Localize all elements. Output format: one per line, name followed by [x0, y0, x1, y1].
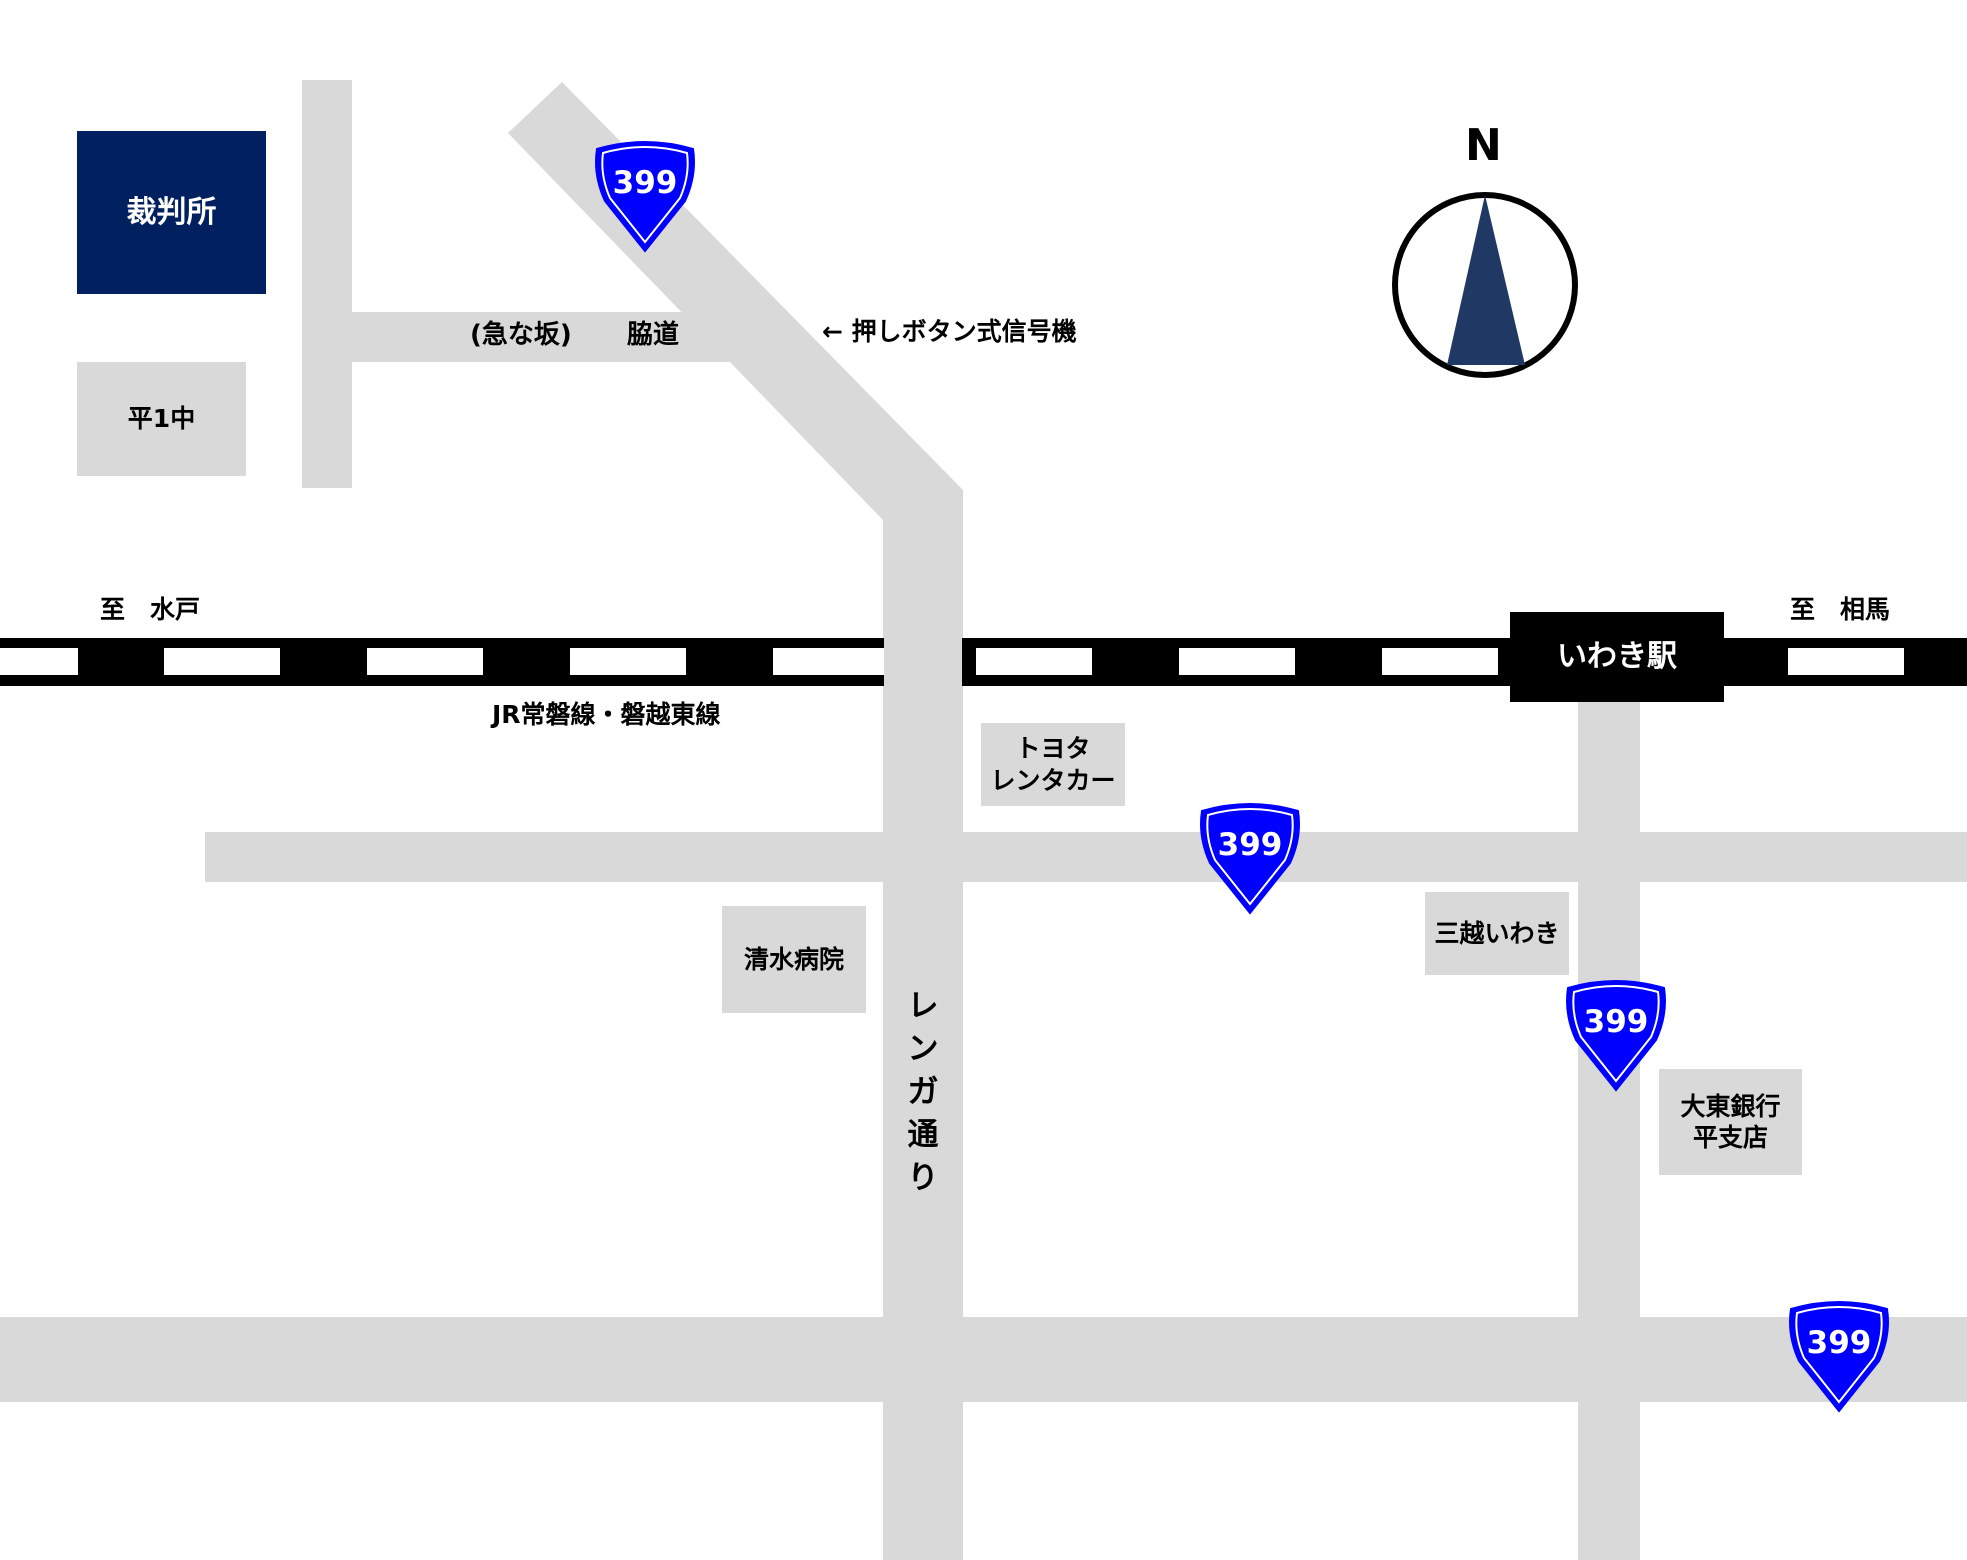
road-vertical-left [302, 80, 352, 488]
north-compass-icon [1392, 192, 1578, 378]
push-button-signal-label: ← 押しボタン式信号機 [822, 317, 1077, 346]
north-label: N [1465, 120, 1502, 171]
renga-street-char: ガ [907, 1074, 939, 1110]
mitsukoshi-iwaki: 三越いわき [1425, 892, 1569, 975]
court-label: 裁判所 [126, 194, 217, 230]
road-route-399-east [205, 832, 1967, 882]
iwaki-station: いわき駅 [1510, 612, 1724, 702]
renga-street-char: 通 [907, 1117, 939, 1153]
hospital-label: 清水病院 [743, 944, 844, 974]
bank-label-line1: 大東銀行 [1680, 1091, 1781, 1121]
side-road-label: 脇道 [627, 320, 680, 350]
road-south-main [0, 1317, 1967, 1402]
road-side-street [302, 312, 732, 362]
route-399-shield-center: 399 [1188, 797, 1312, 921]
railway-track [0, 638, 1967, 686]
route-number-label: 399 [1217, 827, 1283, 863]
route-399-shield-north: 399 [583, 135, 707, 259]
daito-bank-taira-branch: 大東銀行 平支店 [1659, 1069, 1802, 1175]
bank-label-line2: 平支店 [1692, 1123, 1768, 1152]
school-label: 平1中 [127, 404, 196, 434]
renga-street-char: レ [907, 988, 939, 1024]
court-building: 裁判所 [77, 131, 266, 294]
toyota-rent-a-car: トヨタ レンタカー [981, 723, 1125, 806]
toyota-label-line2: レンタカー [990, 765, 1116, 795]
school-building: 平1中 [77, 362, 246, 476]
slope-label: (急な坂) [470, 320, 572, 350]
mitsukoshi-label: 三越いわき [1434, 918, 1560, 948]
route-number-label: 399 [1583, 1004, 1649, 1040]
renga-street-char: ン [907, 1031, 939, 1067]
renga-street-label: レ ン ガ 通 り [893, 985, 953, 1200]
route-number-label: 399 [612, 165, 678, 201]
station-label: いわき駅 [1557, 639, 1677, 675]
to-soma-label: 至 相馬 [1790, 595, 1891, 624]
route-399-shield-south: 399 [1777, 1295, 1901, 1419]
renga-street-char: り [907, 1160, 939, 1196]
rail-line-label: JR常磐線・磐越東線 [492, 700, 721, 729]
toyota-label-line1: トヨタ [1015, 734, 1091, 764]
road-station-south [1578, 700, 1640, 1560]
to-mito-label: 至 水戸 [100, 595, 201, 624]
shimizu-hospital: 清水病院 [722, 906, 866, 1013]
route-399-shield-station: 399 [1554, 974, 1678, 1098]
route-number-label: 399 [1806, 1325, 1872, 1361]
